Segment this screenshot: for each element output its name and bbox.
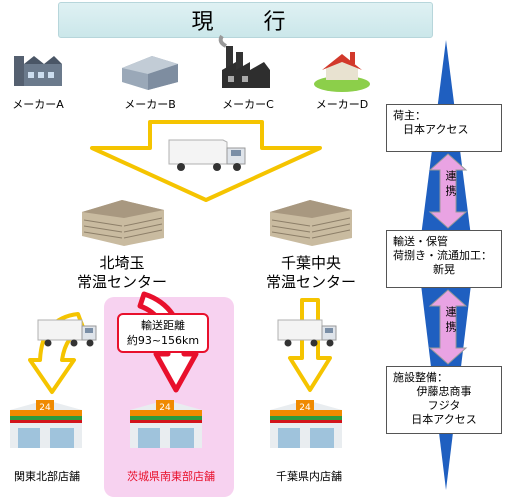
warehouse-icon-kitasaitama xyxy=(82,200,164,246)
logistics-name: 新晃 xyxy=(433,263,455,276)
factory-icon-a xyxy=(14,56,62,86)
shipper-name: 日本アクセス xyxy=(403,123,469,136)
store-label-kanto-north: 関東北部店舗 xyxy=(14,470,80,483)
center-label-chibachuo: 千葉中央 常温センター xyxy=(246,254,376,292)
center-type: 常温センター xyxy=(265,273,356,291)
store-sign: 24 xyxy=(299,403,311,413)
store-sign: 24 xyxy=(159,403,171,413)
logistics-subtitle: 荷捌き・流通加工： xyxy=(393,249,492,262)
center-name: 北埼玉 xyxy=(99,254,145,272)
facility-name-1: 伊藤忠商事 xyxy=(416,385,472,398)
facility-name-2: フジタ xyxy=(427,399,461,412)
facility-box: 施設整備： 伊藤忠商事 フジタ 日本アクセス xyxy=(386,366,502,434)
store-label-ibaraki: 茨城県南東部店舗 xyxy=(127,470,215,483)
center-label-kitasaitama: 北埼玉 常温センター xyxy=(57,254,187,292)
distance-callout: 輸送距離 約93~156km xyxy=(117,313,209,353)
shipper-box: 荷主： 日本アクセス xyxy=(386,104,502,152)
store-sign: 24 xyxy=(39,403,51,413)
store-icon-chiba: 24 xyxy=(270,400,342,448)
center-type: 常温センター xyxy=(76,273,167,291)
logistics-title: 輸送・保管 xyxy=(393,235,448,248)
truck-icon-left xyxy=(37,319,97,347)
link-arrow-top xyxy=(428,153,468,229)
page-title: 現 行 xyxy=(58,2,433,38)
factory-icon-b xyxy=(122,56,178,90)
truck-icon-right xyxy=(277,319,337,347)
link-label-top: 連携 xyxy=(444,170,457,200)
store-label-chiba: 千葉県内店舗 xyxy=(276,470,342,483)
store-icon-ibaraki: 24 xyxy=(130,400,202,448)
maker-label-c: メーカーC xyxy=(222,98,274,111)
link-label-bottom: 連携 xyxy=(444,306,457,336)
distance-value: 約93~156km xyxy=(126,334,200,347)
logistics-box: 輸送・保管 荷捌き・流通加工： 新晃 xyxy=(386,230,502,288)
factory-icon-c xyxy=(218,34,270,88)
distance-label: 輸送距離 xyxy=(141,319,185,332)
facility-name-3: 日本アクセス xyxy=(411,413,477,426)
truck-icon-main xyxy=(168,139,246,171)
warehouse-icon-chibachuo xyxy=(270,200,352,246)
center-name: 千葉中央 xyxy=(280,254,341,272)
maker-label-b: メーカーB xyxy=(124,98,176,111)
link-arrow-bottom xyxy=(428,289,468,365)
maker-label-a: メーカーA xyxy=(12,98,64,111)
factory-icon-d xyxy=(314,52,370,92)
store-icon-kanto-north: 24 xyxy=(10,400,82,448)
facility-title: 施設整備： xyxy=(393,371,448,384)
shipper-title: 荷主： xyxy=(393,109,426,122)
maker-label-d: メーカーD xyxy=(315,98,369,111)
